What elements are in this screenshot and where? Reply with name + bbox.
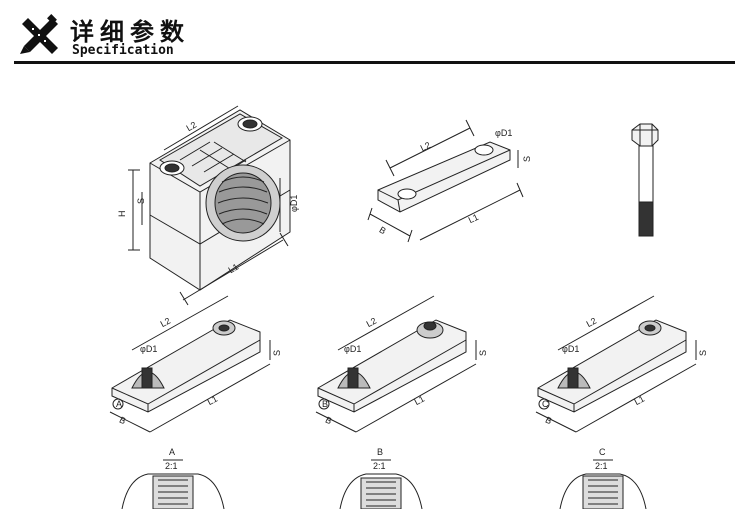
detail-b-title: B [377,447,383,457]
weld-a-b-label: B [118,415,128,427]
weld-b-s-label: S [478,350,488,356]
weld-a-l1-label: L1 [206,394,220,408]
weld-a-mark: A [116,399,122,409]
weld-c-s-label: S [698,350,708,356]
weld-b-mark: B [322,399,328,409]
clamp-d1-label: φD1 [289,195,299,212]
clamp-l1-label: L1 [227,262,241,276]
detail-c-drawing [559,459,647,509]
page-subtitle: Specification [72,43,174,58]
weld-a-l2-label: L2 [159,316,173,330]
clamp-l2-label: L2 [185,120,199,134]
weld-c-d1-label: φD1 [562,344,579,354]
cover-plate-drawing [367,119,524,243]
detail-b-drawing [339,459,423,509]
bolt-drawing [631,123,659,237]
detail-c-scale: 2:1 [595,461,608,471]
detail-a-title: A [169,447,175,457]
clamp-s-label: S [136,198,146,204]
weld-b-b-label: B [324,415,334,427]
weld-plate-c-drawing [535,295,697,433]
weld-b-l2-label: L2 [365,316,379,330]
weld-a-d1-label: φD1 [140,344,157,354]
weld-a-s-label: S [272,350,282,356]
detail-a-drawing [121,459,225,509]
clamp-body-drawing [128,105,291,306]
plate-s-label: S [522,156,532,162]
weld-c-mark: C [542,399,549,409]
header-divider [14,61,735,64]
detail-a-scale: 2:1 [165,461,178,471]
page-header: 详细参数 Specification [0,0,735,64]
weld-c-l2-label: L2 [585,316,599,330]
tools-logo-icon [20,14,58,54]
plate-l1-label: L1 [467,212,480,225]
weld-plate-a-drawing [109,295,271,433]
weld-b-l1-label: L1 [413,394,427,408]
clamp-height-label: H [117,211,127,218]
plate-l2-label: L2 [419,140,432,153]
detail-c-title: C [599,447,606,457]
page-title: 详细参数 [70,18,190,46]
weld-b-d1-label: φD1 [344,344,361,354]
detail-b-scale: 2:1 [373,461,386,471]
weld-c-b-label: B [544,415,554,427]
weld-c-l1-label: L1 [633,394,647,408]
plate-b-label: B [378,225,388,237]
weld-plate-b-drawing [315,295,477,433]
plate-d1-label: φD1 [495,128,512,138]
technical-drawing: H S φD1 L1 L2 L2 φD1 L1 B S L2 φD1 L1 B … [109,105,708,509]
